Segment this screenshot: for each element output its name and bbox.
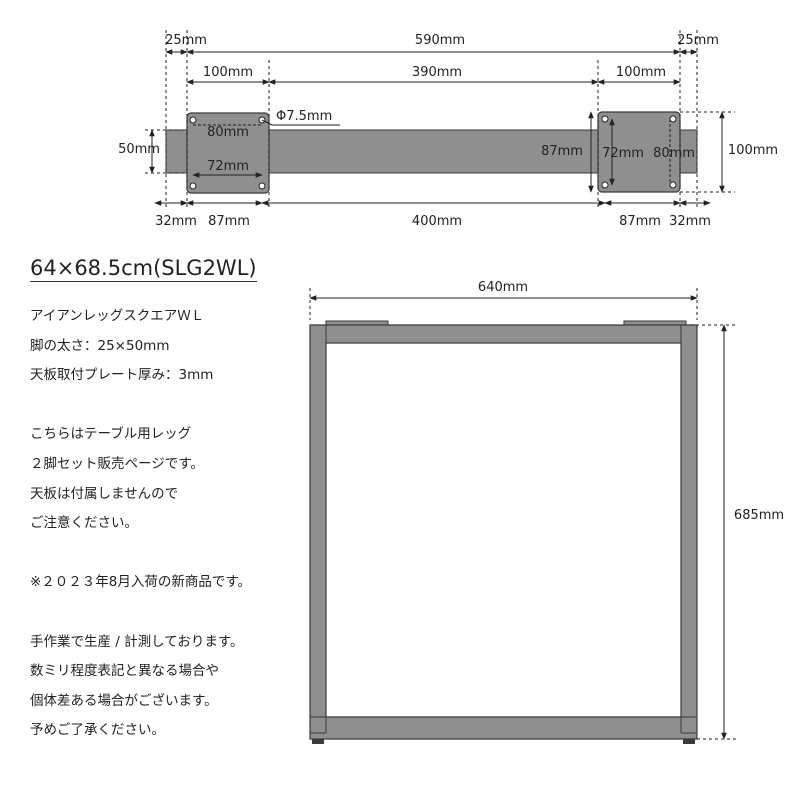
left-plate-width: 80mm — [207, 125, 249, 140]
frame-foot-left — [312, 739, 324, 744]
desc-line: ２脚セット販売ページです。 — [30, 455, 204, 472]
right-plate-hole-span: 72mm — [602, 146, 644, 161]
frame-width-label: 640mm — [478, 280, 528, 295]
frame-body — [309, 324, 698, 740]
plan-view: 25mm 590mm 25mm 100mm 390mm 100mm 32mm 8… — [118, 30, 778, 229]
desc-line: 手作業で生産 / 計測しております。 — [30, 633, 244, 650]
desc-gap — [30, 539, 305, 569]
hole — [258, 182, 266, 190]
dim-top-left: 25mm — [165, 33, 207, 48]
desc-line: こちらはテーブル用レッグ — [30, 426, 192, 443]
dim-left-height: 50mm — [118, 142, 160, 157]
desc-line: ご注意ください。 — [30, 515, 138, 532]
dim-bottom-2: 87mm — [208, 214, 250, 229]
product-description: アイアンレッグスクエアＷＬ 脚の太さ：25×50mm 天板取付プレート厚み：3m… — [30, 302, 305, 746]
dim-mid-center: 390mm — [412, 65, 462, 80]
left-plate-hole-span: 72mm — [207, 159, 249, 174]
hole-diameter-label: Φ7.5mm — [276, 109, 332, 124]
hole — [601, 181, 609, 189]
hole — [189, 116, 197, 124]
dim-top-right: 25mm — [677, 33, 719, 48]
right-plate-inner-left: 87mm — [541, 144, 583, 159]
desc-gap — [30, 598, 305, 628]
frame-view: 640mm 685mm — [309, 280, 784, 744]
frame-height-label: 685mm — [734, 508, 784, 523]
desc-line: 数ミリ程度表記と異なる場合や — [30, 663, 219, 680]
extension-lines — [145, 30, 735, 210]
frame-width-dimension — [309, 288, 698, 320]
desc-line: 個体差ある場合がございます。 — [30, 692, 218, 709]
hole — [669, 115, 677, 123]
hole — [189, 182, 197, 190]
hole — [601, 115, 609, 123]
desc-line: 天板取付プレート厚み：3mm — [30, 367, 214, 384]
dim-mid-right: 100mm — [616, 65, 666, 80]
dim-bottom-5: 32mm — [669, 214, 711, 229]
desc-line: アイアンレッグスクエアＷＬ — [30, 308, 205, 324]
desc-line: 脚の太さ：25×50mm — [30, 337, 170, 354]
hole — [669, 181, 677, 189]
dim-right-height: 100mm — [728, 143, 778, 158]
frame-height-dimension — [690, 324, 738, 740]
dim-mid-left: 100mm — [203, 65, 253, 80]
product-title: 64×68.5cm(SLG2WL) — [30, 256, 257, 282]
dim-bottom-4: 87mm — [619, 214, 661, 229]
desc-line: 予めご了承ください。 — [30, 722, 165, 739]
dim-bottom-1: 32mm — [155, 214, 197, 229]
desc-line: 天板は付属しませんので — [30, 485, 179, 502]
hole-leader — [261, 119, 273, 126]
dim-top-center: 590mm — [415, 33, 465, 48]
desc-gap — [30, 391, 305, 421]
desc-line: ※２０２３年8月入荷の新商品です。 — [30, 574, 252, 591]
frame-joints — [310, 325, 697, 734]
right-plate-width: 80mm — [653, 146, 695, 161]
dim-bottom-3: 400mm — [412, 214, 462, 229]
frame-foot-right — [683, 739, 695, 744]
